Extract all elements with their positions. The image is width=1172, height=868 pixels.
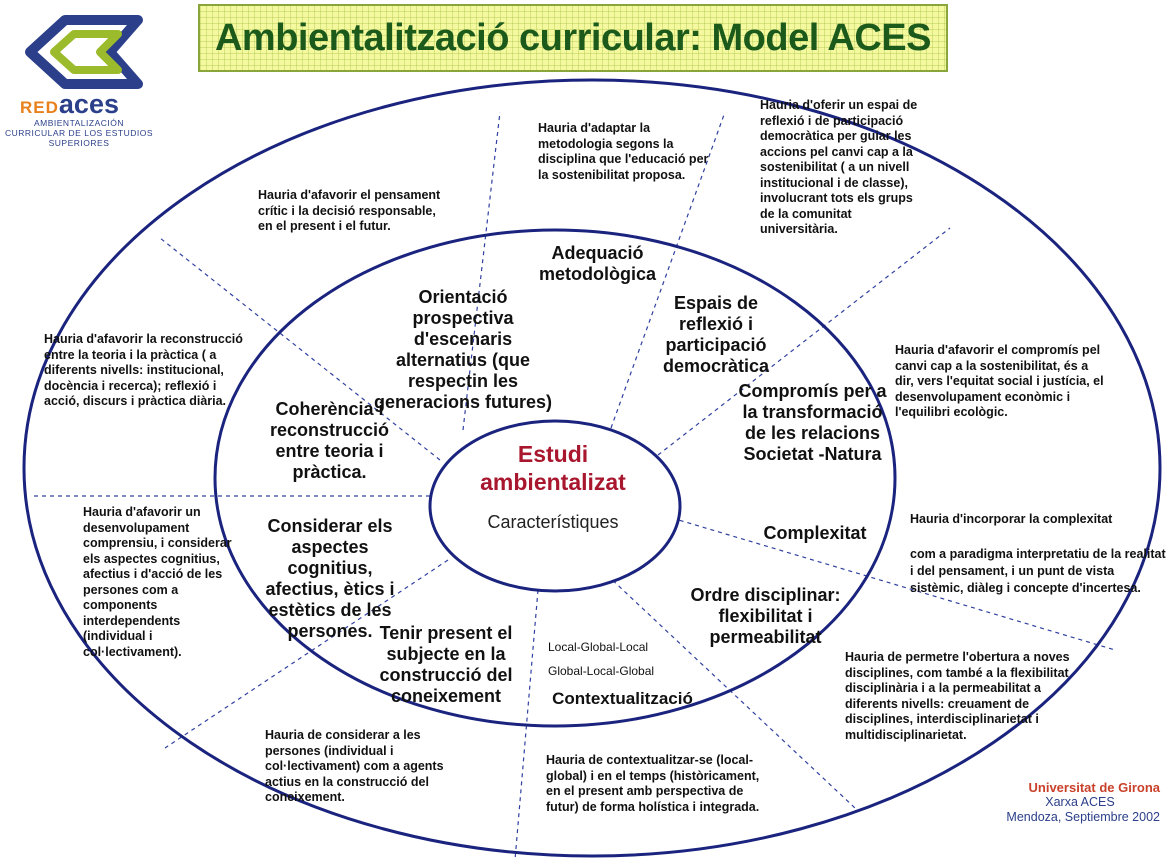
divider-line [462,111,501,431]
divider-line [657,227,951,456]
credit-university: Universitat de Girona [1028,780,1160,795]
center-subtitle: Característiques [487,512,619,532]
outer-text-complexitat-b: com a paradigma interpretatiu de la real… [910,547,1166,595]
page-title: Ambientalització curricular: Model ACES [214,16,932,59]
outer-text-pensament: Hauria d'afavorir el pensament crític i … [258,188,441,233]
title-banner: Ambientalització curricular: Model ACES [198,4,948,72]
red-aces-logo-icon [25,15,143,89]
outer-text-desenvolupament: Hauria d'afavorir un desenvolupament com… [83,505,232,659]
label-compromis: Compromís per a la transformació de les … [738,381,887,464]
label-coherencia: Coherència i reconstrucció entre teoria … [269,399,390,482]
label-orientacio: Orientació prospectiva d'escenaris alter… [373,287,553,412]
middle-ellipse [213,228,897,728]
logo-brand-red: RED [20,98,59,117]
outer-text-metodologia: Hauria d'adaptar la metodologia segons l… [538,121,709,182]
outer-text-compromis: Hauria d'afavorir el compromís pel canvi… [895,343,1104,419]
label-global-local: Global-Local-Global [548,664,655,678]
outer-text-reconstruccio: Hauria d'afavorir la reconstrucció entre… [44,332,243,408]
outer-ellipse [22,78,1162,858]
divider-line [164,559,449,749]
outer-text-contextualitzar: Hauria de contextualitzar-se (local-glob… [546,753,760,814]
label-complexitat: Complexitat [763,523,867,543]
logo-brand: REDaces [20,89,119,120]
outer-text-persones: Hauria de considerar a les persones (ind… [265,728,444,804]
logo-brand-aces: aces [58,89,119,119]
divider-line [514,589,539,861]
label-tenir: Tenir present el subjecte en la construc… [379,623,513,706]
credit-place-date: Mendoza, Septiembre 2002 [1006,810,1160,824]
center-ellipse [428,419,682,593]
divider-line [671,517,1116,651]
outer-text-espai: Hauria d'oferir un espai de reflexió i d… [760,98,918,236]
label-local-global: Local-Global-Local [548,640,649,654]
label-considerar: Considerar els aspectes cognitius, afect… [265,516,395,641]
credit-network: Xarxa ACES [1045,795,1115,809]
divider-line [159,237,441,461]
logo-tagline: AMBIENTALIZACIÓN CURRICULAR DE LOS ESTUD… [4,118,154,148]
credit-block: Universitat de Girona Xarxa ACES Mendoza… [940,780,1160,825]
label-contextualitzacio: Contextualització [552,689,693,708]
label-ordre: Ordre disciplinar: flexibilitat i permea… [690,585,841,647]
label-adequacio: Adequació metodològica [538,243,656,284]
outer-text-complexitat-a: Hauria d'incorporar la complexitat [910,512,1113,526]
outer-text-obertura: Hauria de permetre l'obertura a noves di… [845,650,1070,742]
label-espais: Espais de reflexió i participació democr… [662,293,770,376]
center-title: Estudi ambientalizat [480,441,626,495]
